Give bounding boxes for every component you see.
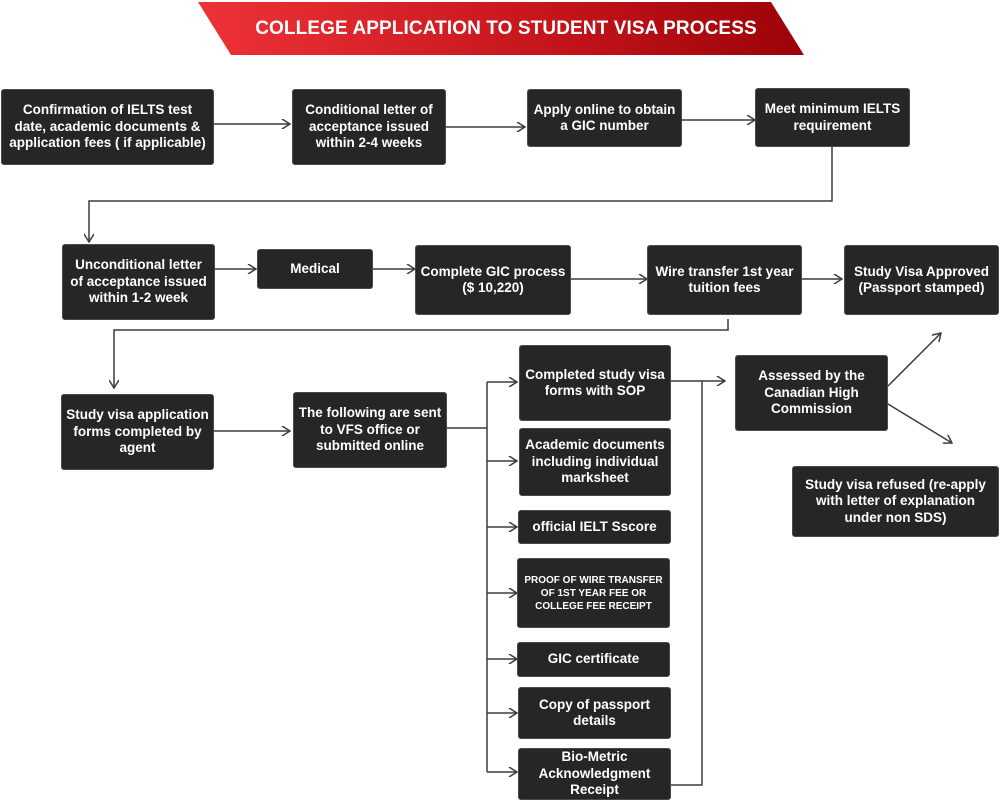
- document-item: Bio-Metric Acknowledgment Receipt: [518, 748, 671, 800]
- document-item: PROOF OF WIRE TRANSFER OF 1ST YEAR FEE O…: [517, 558, 670, 628]
- step-meet-ielts: Meet minimum IELTS requirement: [755, 88, 910, 147]
- step-assessed: Assessed by the Canadian High Commission: [735, 355, 888, 431]
- step-visa-approved: Study Visa Approved (Passport stamped): [844, 245, 999, 315]
- step-apply-gic: Apply online to obtain a GIC number: [527, 89, 682, 147]
- document-item: Copy of passport details: [518, 687, 671, 739]
- merge-docs: [670, 381, 703, 786]
- step-confirmation: Confirmation of IELTS test date, academi…: [1, 89, 214, 165]
- step-medical: Medical: [257, 249, 373, 289]
- page-title: COLLEGE APPLICATION TO STUDENT VISA PROC…: [255, 17, 757, 39]
- document-item: official IELT Sscore: [518, 510, 671, 544]
- document-item: Academic documents including individual …: [519, 428, 671, 496]
- step-wire-transfer: Wire transfer 1st year tuition fees: [647, 245, 802, 315]
- step-visa-refused: Study visa refused (re-apply with letter…: [792, 466, 999, 537]
- step-unconditional-letter: Unconditional letter of acceptance issue…: [62, 244, 215, 320]
- step-conditional-letter: Conditional letter of acceptance issued …: [292, 89, 446, 165]
- arrow-assessed-to-approved: [887, 333, 941, 387]
- document-item: GIC certificate: [517, 642, 670, 677]
- document-item: Completed study visa forms with SOP: [519, 345, 671, 421]
- arrow-assessed-to-refused: [887, 403, 952, 443]
- step-sent-to-vfs: The following are sent to VFS office or …: [293, 392, 447, 468]
- step-forms-by-agent: Study visa application forms completed b…: [61, 394, 214, 470]
- title-banner: [198, 2, 804, 55]
- step-complete-gic: Complete GIC process ($ 10,220): [415, 245, 571, 315]
